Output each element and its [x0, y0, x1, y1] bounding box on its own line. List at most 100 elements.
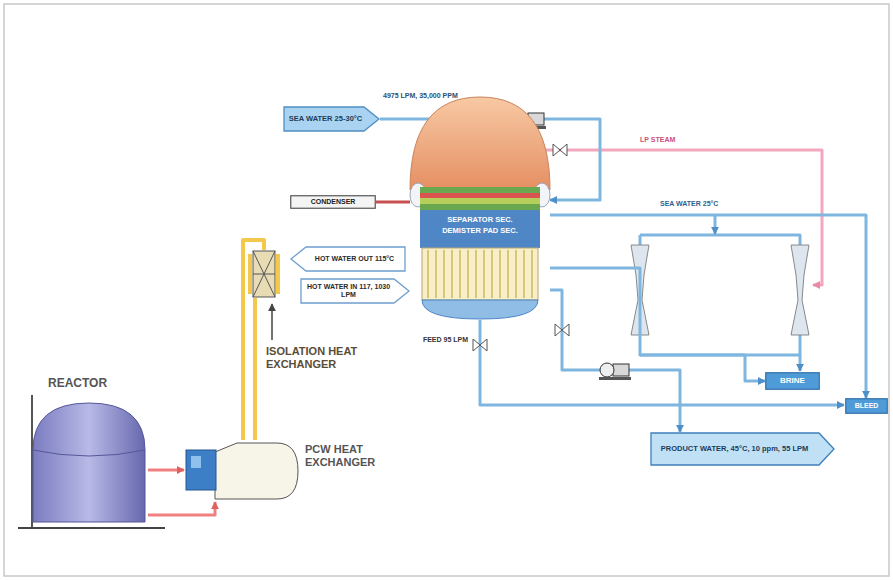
evaporator-vessel-part: [410, 97, 550, 190]
node-heading: REACTOR: [48, 376, 158, 392]
reactor-pipe: [148, 469, 184, 472]
pump-symbol: [600, 363, 614, 377]
evaporator-vessel-part: [475, 250, 477, 298]
pipe-connector: [148, 502, 215, 515]
pump-symbol: [599, 363, 631, 380]
evaporator-vessel-part: [531, 250, 533, 298]
inlet-arrow: SEA WATER 25-30°C: [283, 106, 380, 132]
ejector-symbol: [791, 245, 809, 335]
node-text: CONDENSER: [311, 198, 356, 206]
node-text: REACTOR: [48, 377, 158, 391]
valve-symbol: [555, 324, 569, 336]
evaporator-vessel-outline: [410, 95, 550, 320]
evaporator-vessel-part: [491, 250, 493, 298]
node-text: SEA WATER 25-30°C: [289, 115, 362, 124]
check-valve: [553, 144, 567, 156]
evaporator-vessel-part: [422, 300, 538, 319]
flow-note: 4975 LPM, 35,000 PPM: [383, 92, 513, 100]
flow-note: LP STEAM: [640, 136, 730, 144]
evaporator-vessel-part: [523, 250, 525, 298]
inlet-arrow: HOT WATER IN 117, 1030 LPM: [300, 278, 410, 304]
node-body: SEA WATER 25-30°C: [283, 106, 380, 132]
pipe-connector: [550, 268, 765, 381]
isolation-exchanger-part: [248, 254, 252, 294]
evaporator-vessel-part: [422, 248, 538, 300]
ejector-loop: [640, 235, 800, 355]
reactor-vessel-part: [33, 403, 145, 522]
pump-base: [599, 377, 631, 380]
feed-pipe: [480, 320, 844, 405]
node-text: PCW HEAT EXCHANGER: [305, 443, 385, 468]
ejector-symbol: [631, 245, 809, 335]
evaporator-vessel-part: [467, 250, 469, 298]
evaporator-vessel-part: [420, 204, 540, 210]
condenser-tag-part: [291, 196, 376, 209]
outlet-arrow: HOT WATER OUT 115°C: [290, 246, 406, 272]
evaporator-vessel-part: [420, 198, 540, 204]
pcw-exchanger-part: [186, 450, 216, 490]
node-text: PRODUCT WATER, 45°C, 10 ppm, 55 LPM: [661, 445, 808, 454]
isolation-exchanger-part: [253, 251, 275, 297]
inlet-arrow-part: [301, 279, 409, 303]
pipe-connector: [253, 298, 257, 440]
evaporator-vessel-part: [420, 187, 540, 193]
isolation-exchanger-part: [253, 251, 275, 297]
evaporator-vessel: SEPARATOR SEC.DEMISTER PAD SEC.: [410, 95, 550, 320]
evaporator-vessel-part: [420, 210, 540, 248]
evaporator-vessel-part: [507, 250, 509, 298]
node-text: BRINE: [780, 376, 805, 385]
evaporator-vessel-part: [483, 250, 485, 298]
picture-frame: [4, 4, 889, 576]
node-body: BRINE: [765, 372, 820, 390]
pcw-exchanger-part: [191, 456, 201, 468]
node-heading: PCW HEAT EXCHANGER: [305, 442, 385, 469]
pipe-connector: [550, 215, 866, 398]
evaporator-vessel-part: [427, 250, 429, 298]
evaporator-vessel-part: [443, 250, 445, 298]
evaporator-vessel-part: [499, 250, 501, 298]
ground-line: [18, 527, 165, 529]
evaporator-vessel-part: [451, 250, 453, 298]
outlet-box: BRINE: [765, 372, 820, 390]
outlet-box-part: [766, 373, 820, 390]
leader-line: [271, 304, 273, 340]
loop-feed: [714, 215, 717, 234]
node-text: ISOLATION HEAT EXCHANGER: [266, 345, 401, 370]
pump-motor: [613, 364, 629, 376]
condenser-tag: CONDENSER: [290, 195, 376, 209]
outlet-arrow-part: [291, 247, 405, 271]
evaporator-vessel-part: [459, 250, 461, 298]
product-arrow-part: [651, 433, 834, 465]
isolation-exchanger: ISOLATION HEAT EXCHANGER: [248, 250, 280, 298]
reactor-vessel: REACTOR: [30, 400, 148, 525]
pipe-work: [18, 150, 844, 528]
pcw-exchanger-outline: [185, 440, 300, 502]
steam-pipe: [535, 150, 822, 285]
reactor-vessel-outline: [30, 400, 148, 525]
pcw-exchanger-part: [215, 443, 298, 499]
evaporator-vessel-part: [435, 250, 437, 298]
inlet-arrow-part: [284, 107, 379, 131]
node-text: HOT WATER OUT 115°C: [315, 255, 394, 263]
outlet-box: BLEED: [845, 398, 888, 414]
node-text: SEPARATOR SEC.: [447, 216, 512, 225]
node-body: CONDENSER: [290, 195, 376, 209]
product-arrow: PRODUCT WATER, 45°C, 10 ppm, 55 LPM: [650, 432, 835, 466]
reactor-vessel-part: [33, 450, 145, 456]
isolation-exchanger-outline: [248, 250, 280, 298]
node-heading: ISOLATION HEAT EXCHANGER: [266, 344, 401, 371]
node-text: BLEED: [855, 402, 879, 410]
valve-symbol: [473, 339, 487, 351]
node-text: HOT WATER IN 117, 1030 LPM: [305, 283, 392, 299]
pipe-connector: [550, 290, 680, 432]
condenser-pipe: [376, 201, 410, 204]
evaporator-vessel-part: [420, 193, 540, 198]
outlet-box-part: [846, 399, 888, 414]
flow-note: SEA WATER 25°C: [660, 200, 760, 208]
node-body: BLEED: [845, 398, 888, 414]
flow-note: FEED 95 LPM: [414, 336, 468, 344]
node-body: SEPARATOR SEC.DEMISTER PAD SEC.: [410, 95, 550, 320]
pcw-exchanger: PCW HEAT EXCHANGER: [185, 440, 300, 502]
